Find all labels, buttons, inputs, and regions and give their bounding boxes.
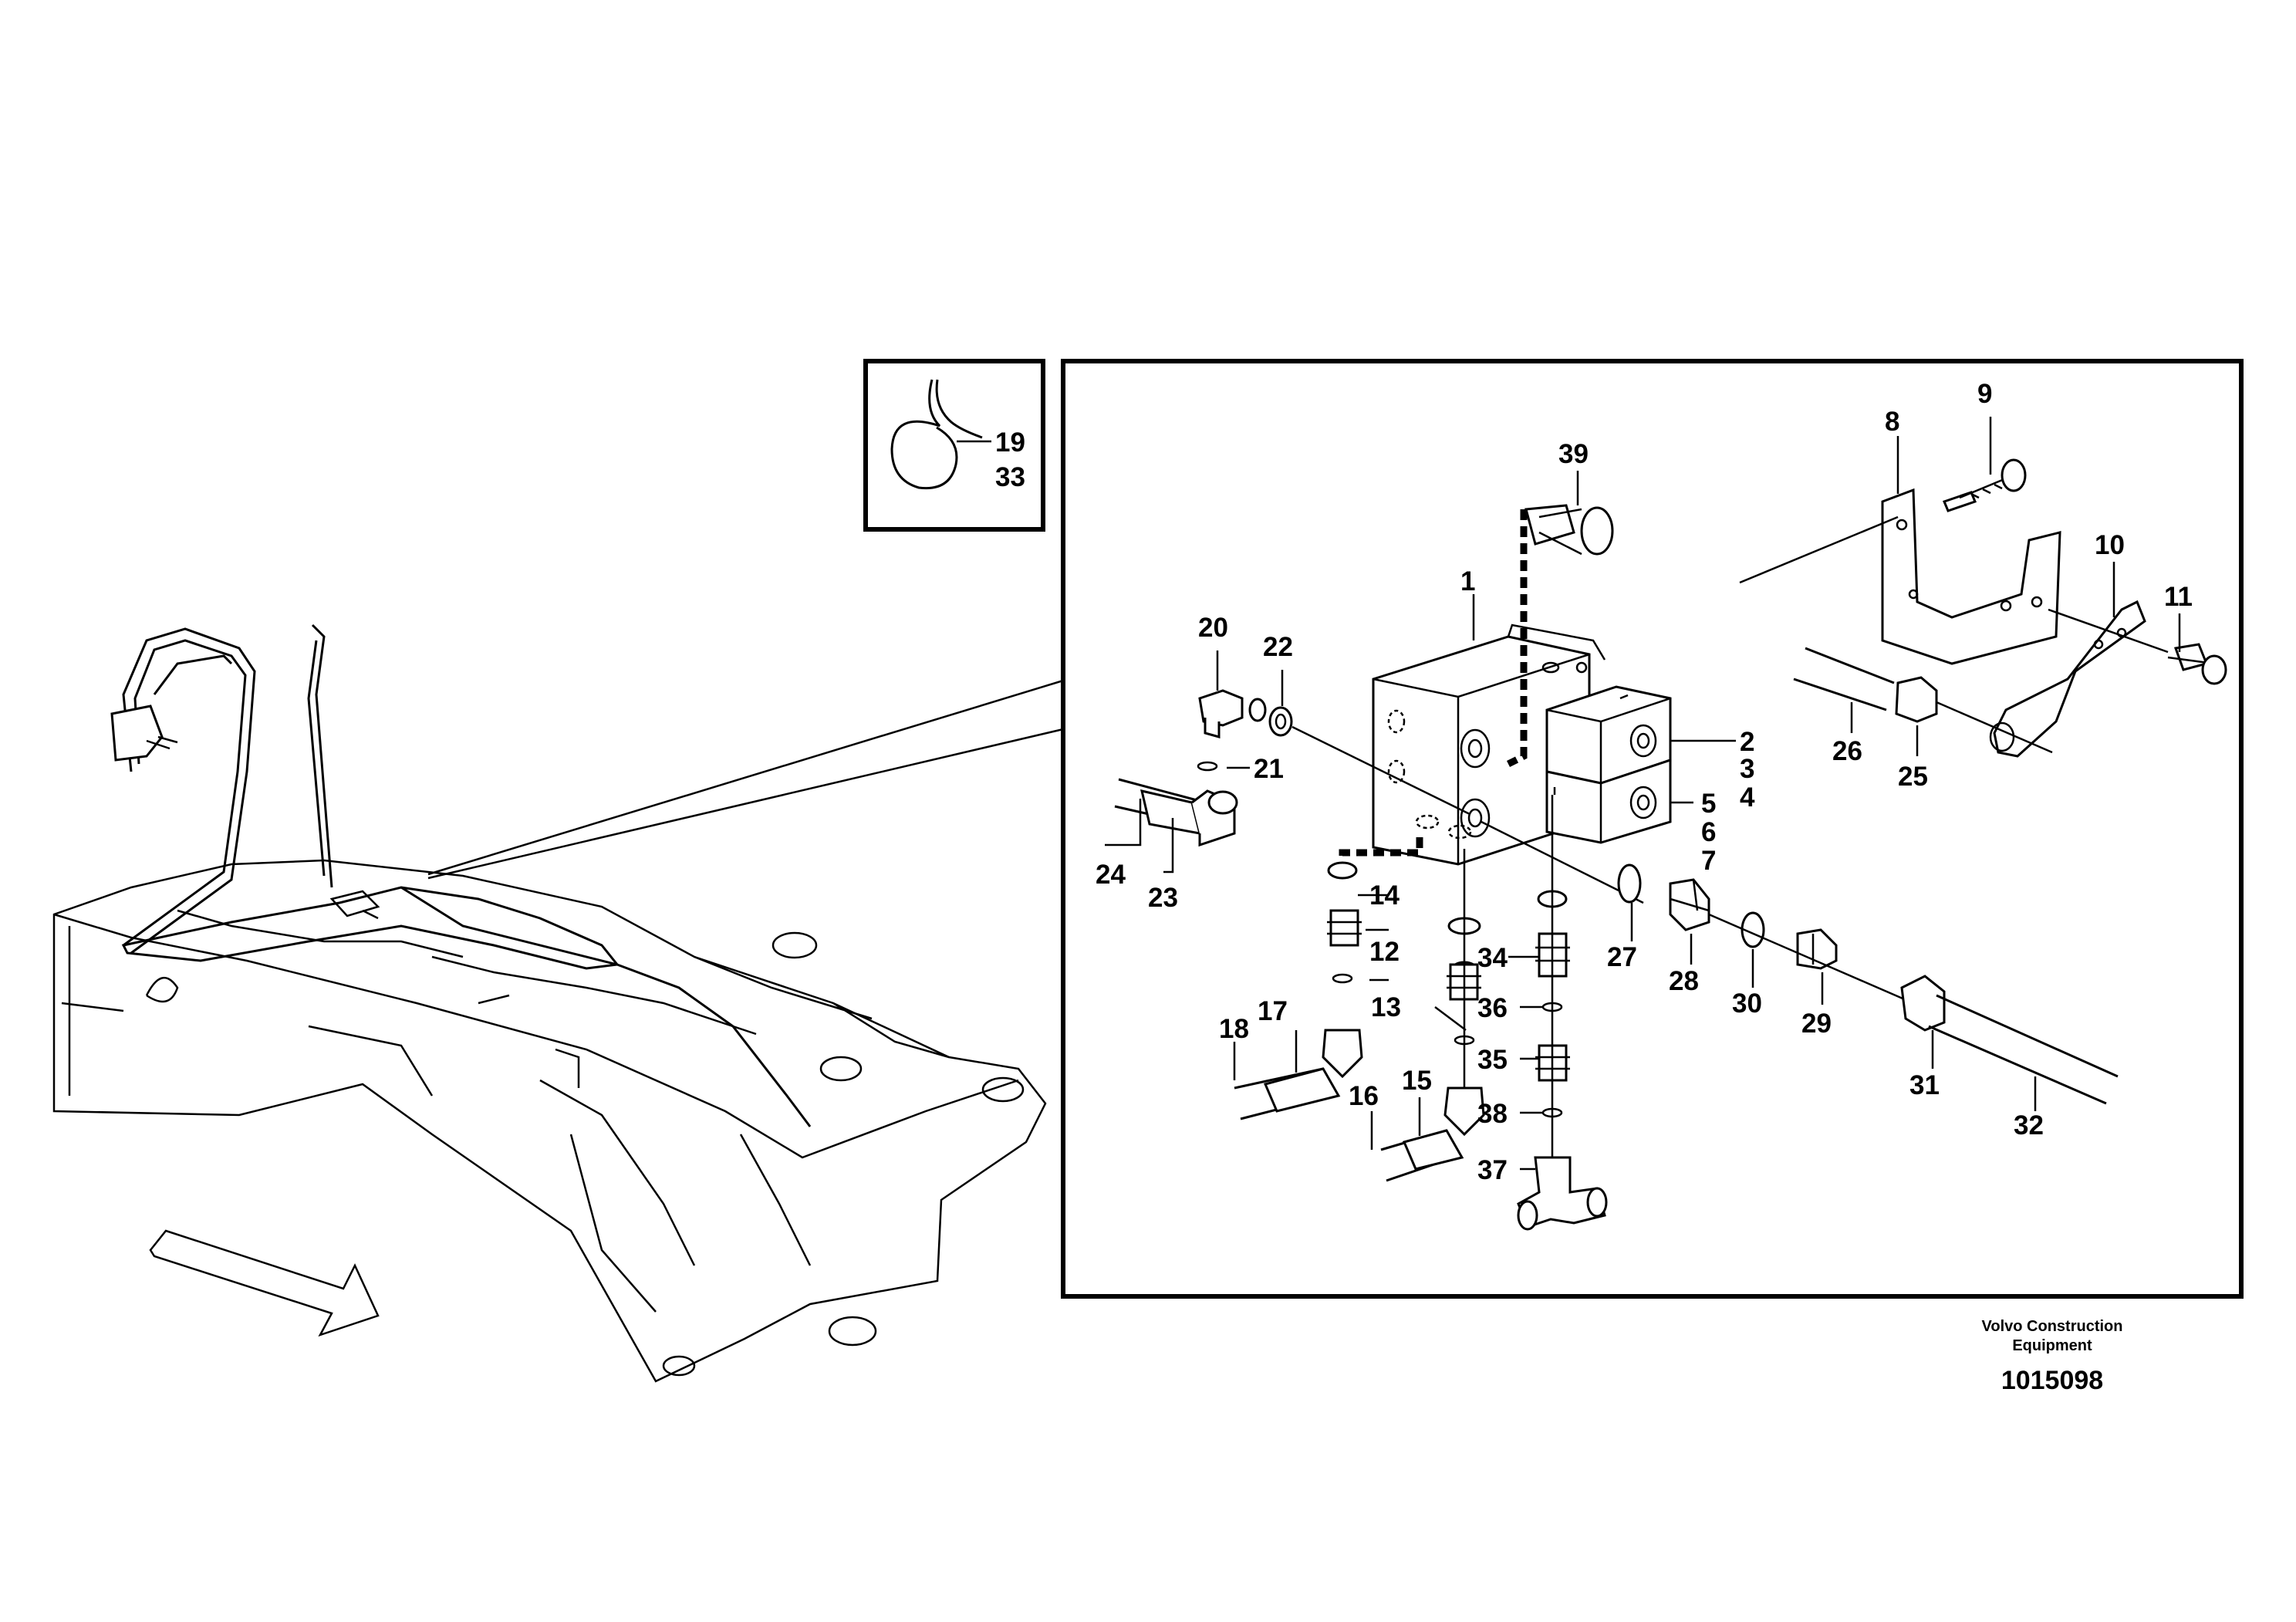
callout-11: 11: [2164, 582, 2193, 612]
callout-31: 31: [1909, 1070, 1940, 1100]
fittings-left-column: [1234, 849, 1485, 1182]
callout-32: 32: [2014, 1110, 2044, 1140]
callout-34: 34: [1477, 943, 1508, 973]
callout-17: 17: [1258, 996, 1288, 1026]
callout-35: 35: [1477, 1045, 1508, 1075]
fittings-right-column: [1517, 795, 1608, 1231]
front-direction-arrow-icon: [149, 1229, 380, 1337]
callout-1: 1: [1460, 566, 1475, 596]
callout-21: 21: [1254, 754, 1284, 784]
dashed-line-39: [1506, 509, 1528, 768]
callout-33: 33: [995, 462, 1025, 492]
machine-frame-overview: [52, 623, 1047, 1383]
detail-box: [1061, 359, 2244, 1299]
callout-24: 24: [1096, 860, 1126, 890]
callout-3: 3: [1740, 754, 1754, 784]
callout-13: 13: [1371, 992, 1401, 1022]
callout-12: 12: [1369, 937, 1400, 967]
callout-labels: 39 1 20 22 21 24 23 14 12 13 18 17 16 15…: [1096, 379, 2193, 1185]
callout-28: 28: [1669, 966, 1699, 996]
detail-pointer: [427, 679, 1064, 880]
callout-36: 36: [1477, 993, 1508, 1023]
callout-27: 27: [1607, 942, 1637, 972]
elbow-20: [1197, 689, 1470, 816]
callout-18: 18: [1219, 1014, 1249, 1044]
callout-7: 7: [1701, 846, 1716, 876]
callout-22: 22: [1263, 632, 1293, 662]
callout-29: 29: [1801, 1009, 1832, 1039]
company-name-line2: Equipment: [2012, 1337, 2092, 1354]
hose-23-24: [1114, 778, 1238, 847]
callout-16: 16: [1349, 1081, 1379, 1111]
dashed-line-14: [1339, 837, 1423, 868]
callout-6: 6: [1701, 817, 1716, 847]
callout-4: 4: [1740, 782, 1755, 813]
cable-tie-icon: [890, 379, 991, 490]
callout-14: 14: [1369, 880, 1400, 911]
callout-8: 8: [1885, 407, 1899, 437]
bracket-assembly: [1739, 458, 2227, 758]
valve-assembly: [1372, 623, 1672, 866]
callout-37: 37: [1477, 1155, 1508, 1185]
leader-lines: [1105, 417, 2181, 1171]
callout-25: 25: [1898, 762, 1928, 792]
callout-26: 26: [1832, 736, 1862, 766]
callout-9: 9: [1977, 379, 1992, 409]
callout-5: 5: [1701, 789, 1716, 819]
callout-23: 23: [1148, 883, 1178, 913]
callout-2: 2: [1740, 727, 1754, 757]
callout-20: 20: [1198, 613, 1228, 643]
drawing-number: 1015098: [2001, 1366, 2103, 1395]
callout-10: 10: [2095, 530, 2125, 560]
callout-15: 15: [1402, 1066, 1432, 1096]
callout-30: 30: [1732, 988, 1762, 1019]
company-name-line1: Volvo Construction: [1982, 1318, 2123, 1335]
callout-39: 39: [1558, 439, 1589, 469]
fittings-right-line: [1481, 820, 2119, 1105]
plug-39: [1524, 504, 1614, 556]
callout-38: 38: [1477, 1099, 1508, 1129]
callout-19: 19: [995, 427, 1025, 458]
